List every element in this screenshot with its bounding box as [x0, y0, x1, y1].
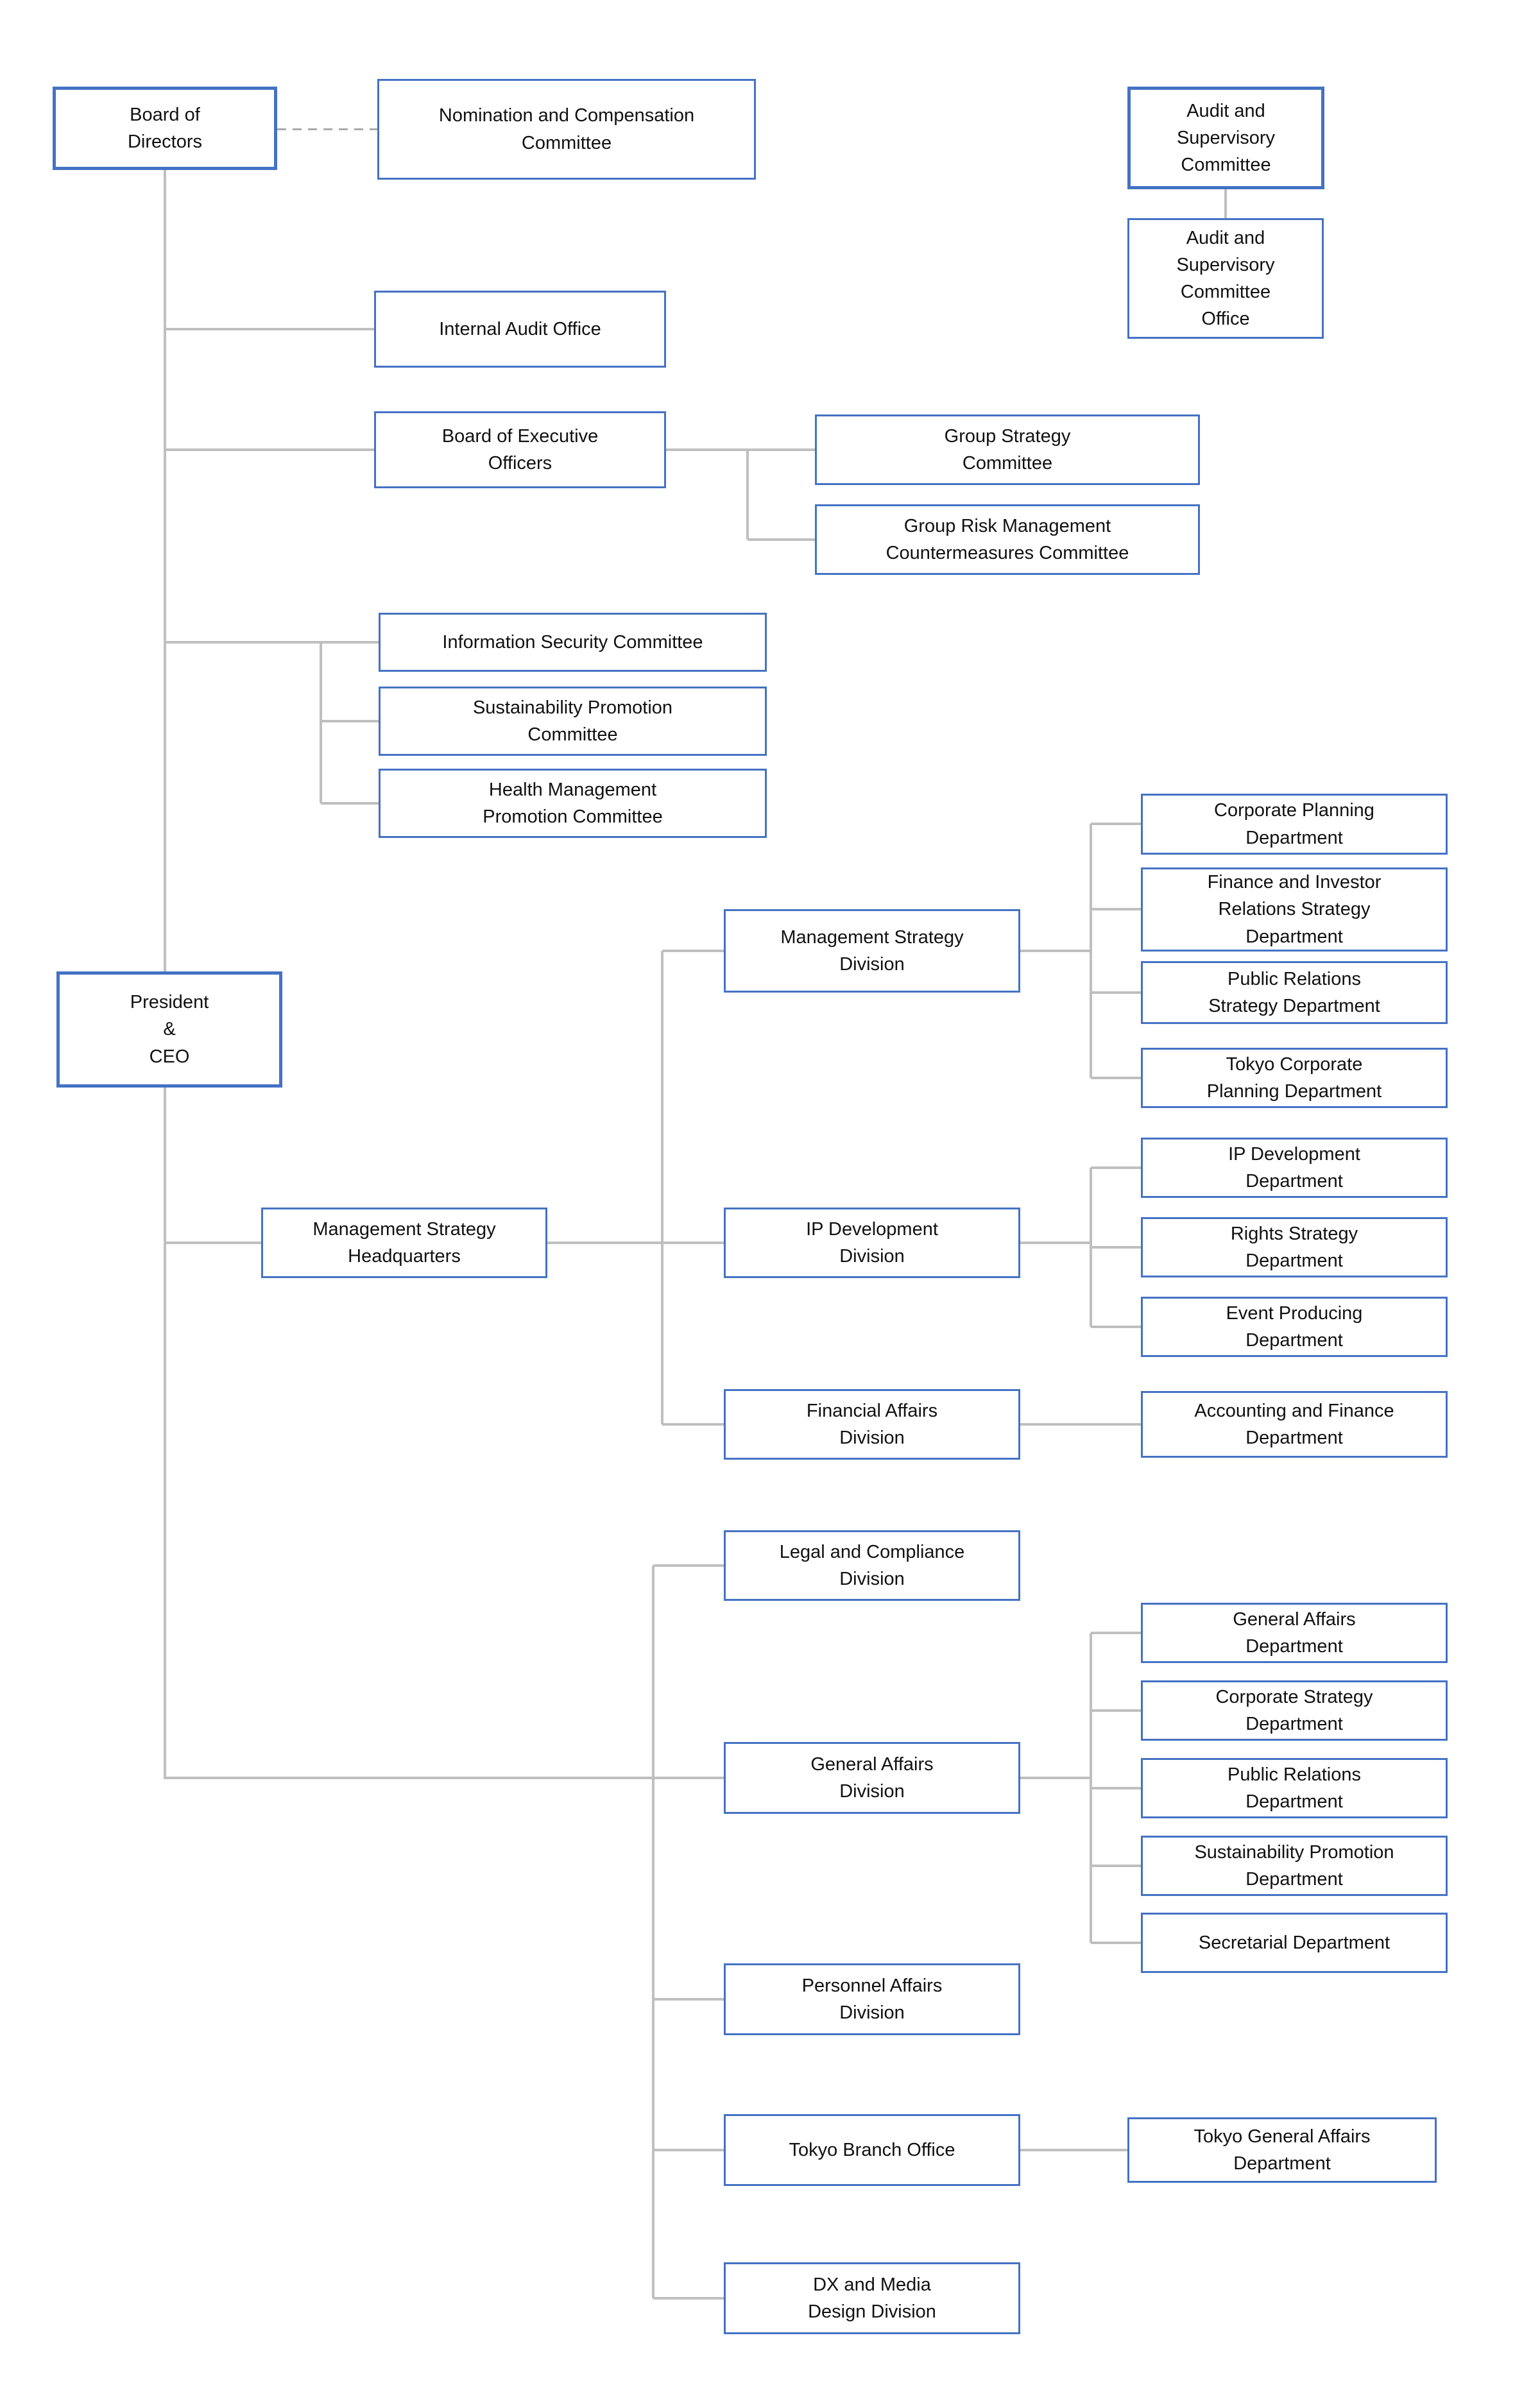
connector-line	[165, 328, 374, 330]
tokyo-general-affairs-department: Tokyo General Affairs Department	[1127, 2117, 1437, 2183]
general-affairs-department: General Affairs Department	[1141, 1603, 1448, 1663]
connector-line	[1090, 824, 1092, 1078]
financial-affairs-division: Financial Affairs Division	[724, 1389, 1020, 1460]
group-strategy-committee: Group Strategy Committee	[815, 414, 1200, 485]
connector-line	[165, 1777, 724, 1779]
connector-line	[653, 2149, 724, 2151]
connector-line	[547, 1242, 724, 1244]
rights-strategy-department: Rights Strategy Department	[1141, 1217, 1448, 1277]
connector-line	[1091, 991, 1141, 994]
connector-line	[1091, 1632, 1141, 1634]
audit-and-supervisory-committee: Audit and Supervisory Committee	[1127, 87, 1324, 189]
connector-line	[1020, 2149, 1127, 2151]
connector-line	[1091, 1787, 1141, 1789]
ip-development-division: IP Development Division	[724, 1208, 1020, 1278]
connector-line	[1091, 1077, 1141, 1079]
corporate-planning-department: Corporate Planning Department	[1141, 794, 1448, 855]
connector-line	[748, 538, 815, 541]
connector-line	[277, 128, 377, 130]
personnel-affairs-division: Personnel Affairs Division	[724, 1963, 1020, 2035]
tokyo-branch-office: Tokyo Branch Office	[724, 2114, 1020, 2186]
audit-and-supervisory-committee-office: Audit and Supervisory Committee Office	[1127, 218, 1324, 339]
event-producing-department: Event Producing Department	[1141, 1297, 1448, 1357]
connector-line	[661, 951, 663, 1424]
connector-line	[652, 1566, 654, 2298]
internal-audit-office: Internal Audit Office	[374, 291, 666, 368]
connector-line	[662, 1423, 724, 1426]
connector-line	[1091, 908, 1141, 910]
connector-line	[1091, 1865, 1141, 1867]
finance-and-investor-relations-strategy-department: Finance and Investor Relations Strategy …	[1141, 867, 1448, 952]
secretarial-department: Secretarial Department	[1141, 1913, 1448, 1973]
ip-development-department: IP Development Department	[1141, 1138, 1448, 1198]
dx-and-media-design-division: DX and Media Design Division	[724, 2262, 1020, 2334]
connector-line	[1224, 189, 1227, 218]
connector-line	[666, 448, 815, 451]
connector-line	[1020, 1423, 1141, 1426]
public-relations-department: Public Relations Department	[1141, 1758, 1448, 1818]
president-and-ceo: President & CEO	[56, 971, 282, 1088]
connector-line	[1091, 1709, 1141, 1712]
board-of-directors: Board of Directors	[53, 87, 277, 170]
connector-line	[1091, 1942, 1141, 1944]
connector-line	[653, 1998, 724, 2001]
connector-line	[1091, 823, 1141, 825]
connector-line	[321, 720, 379, 722]
connector-line	[1091, 1326, 1141, 1328]
public-relations-strategy-department: Public Relations Strategy Department	[1141, 961, 1448, 1024]
connector-line	[653, 2297, 724, 2300]
accounting-and-finance-department: Accounting and Finance Department	[1141, 1391, 1448, 1458]
general-affairs-division: General Affairs Division	[724, 1742, 1020, 1814]
legal-and-compliance-division: Legal and Compliance Division	[724, 1530, 1020, 1601]
corporate-strategy-department: Corporate Strategy Department	[1141, 1680, 1448, 1741]
board-of-executive-officers: Board of Executive Officers	[374, 411, 666, 488]
connector-line	[653, 1564, 724, 1567]
tokyo-corporate-planning-department: Tokyo Corporate Planning Department	[1141, 1048, 1448, 1108]
information-security-committee: Information Security Committee	[379, 613, 767, 672]
connector-line	[165, 641, 379, 644]
management-strategy-headquarters: Management Strategy Headquarters	[261, 1208, 547, 1278]
sustainability-promotion-department: Sustainability Promotion Department	[1141, 1836, 1448, 1896]
connector-line	[1020, 1777, 1091, 1779]
connector-line	[165, 1242, 261, 1244]
connector-line	[1020, 950, 1091, 952]
sustainability-promotion-committee: Sustainability Promotion Committee	[379, 687, 767, 756]
connector-line	[1091, 1166, 1141, 1169]
connector-line	[320, 642, 322, 803]
connector-line	[165, 448, 374, 451]
management-strategy-division: Management Strategy Division	[724, 909, 1020, 993]
nomination-and-compensation-committee: Nomination and Compensation Committee	[377, 79, 756, 180]
connector-line	[321, 802, 379, 805]
health-management-promotion-committee: Health Management Promotion Committee	[379, 769, 767, 838]
connector-line	[1020, 1242, 1091, 1244]
connector-line	[746, 450, 749, 540]
group-risk-management-countermeasures-committee: Group Risk Management Countermeasures Co…	[815, 504, 1200, 575]
connector-line	[1091, 1246, 1141, 1249]
connector-line	[662, 950, 724, 952]
